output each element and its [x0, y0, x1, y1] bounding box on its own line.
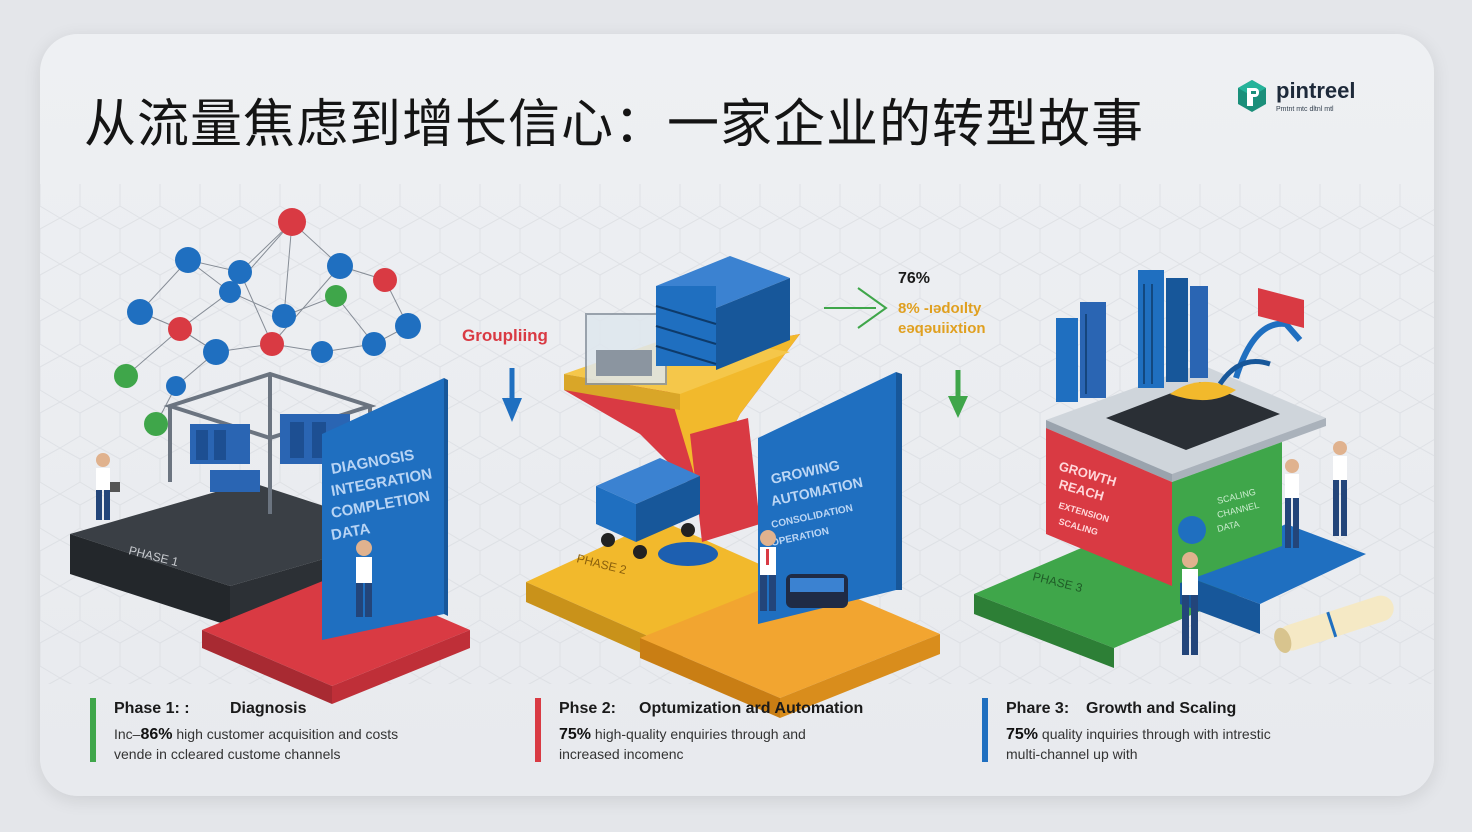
phase-1-line-1-prefix: Inc–	[114, 726, 141, 742]
phase-1-heading: Phase 1: : Diagnosis	[114, 700, 306, 718]
phase-2-label: Phse 2:	[559, 700, 616, 717]
slide-card: 从流量焦虑到增长信心：一家企业的转型故事 pintreel Pmtnt mtc …	[40, 34, 1434, 796]
person-figure	[1285, 459, 1299, 548]
person-figure	[1333, 441, 1347, 536]
phase-1-accent-bar	[90, 698, 96, 762]
phase-3-heading: Phare 3: Growth and Scaling	[1006, 700, 1236, 718]
person-figure	[96, 453, 120, 520]
right-arrow-icon	[824, 287, 888, 329]
phase-1-name: Diagnosis	[230, 700, 307, 717]
phase-2-line-1-text: high-quality enquiries through and	[591, 726, 806, 742]
grouping-label: Groupliing	[462, 326, 548, 345]
quality-label-line-2: eəqəuiixtion	[898, 320, 986, 337]
phase-2-line-1: 75% high-quality enquiries through and	[559, 726, 806, 744]
pintreel-logo-icon	[1238, 80, 1266, 112]
phase-3-label: Phare 3:	[1006, 700, 1070, 717]
scene1-panel-line-4: DATA	[330, 520, 372, 544]
phase-1-line-2: vende in ccleared custome channels	[114, 746, 341, 762]
phase-2-stat: 75%	[559, 726, 592, 743]
person-figure	[356, 540, 372, 617]
phase-3-accent-bar	[982, 698, 988, 762]
phase-3-name: Growth and Scaling	[1086, 700, 1237, 717]
down-arrow-icon	[502, 368, 522, 422]
person-figure	[1182, 552, 1198, 655]
brand-logo: pintreel Pmtnt mtc dltnl mtl	[1234, 76, 1384, 120]
page-title: 从流量焦虑到增长信心：一家企业的转型故事	[84, 95, 1145, 155]
phase-3-line-2: multi-channel up with	[1006, 746, 1138, 762]
quality-label-line-1: 8% -ıədoılty	[898, 300, 982, 317]
logo-wordmark: pintreel	[1276, 78, 1356, 103]
phase-1-line-1-text: high customer acquisition and costs	[172, 726, 399, 742]
scene-phase-1: PHASE 1	[70, 208, 470, 704]
scene-phase-3: PHASE 3 GROWTH REACH EXTENSION SCALING S…	[974, 270, 1394, 668]
phase-2-name: Optumization ard Automation	[639, 700, 864, 717]
phase-3-line-1: 75% quality inquiries through with intre…	[1006, 726, 1271, 744]
phase-3-stat: 75%	[1006, 726, 1039, 743]
down-arrow-icon	[948, 370, 968, 418]
phase-1-line-1: Inc–86% high customer acquisition and co…	[114, 726, 398, 744]
phase-1-caption: Phase 1: : Diagnosis Inc–86% high custom…	[90, 696, 480, 766]
phase-1-stat: 86%	[140, 726, 173, 743]
person-figure	[760, 530, 776, 611]
logo-tagline: Pmtnt mtc dltnl mtl	[1276, 106, 1334, 113]
phase-2-accent-bar	[535, 698, 541, 762]
phase-2-heading: Phse 2: Optumization ard Automation	[559, 700, 863, 718]
phase-2-caption: Phse 2: Optumization ard Automation 75% …	[535, 696, 925, 766]
phase-3-caption: Phare 3: Growth and Scaling 75% quality …	[982, 696, 1372, 766]
scene-phase-2: PHASE 2	[526, 256, 940, 718]
transformation-illustration: PHASE 1	[40, 184, 1434, 718]
phase-3-line-1-text: quality inquiries through with intrestic	[1038, 726, 1271, 742]
percent-76-label: 76%	[898, 270, 931, 287]
phase-1-label: Phase 1: :	[114, 700, 190, 717]
phase-2-line-2: increased incomenc	[559, 746, 684, 762]
